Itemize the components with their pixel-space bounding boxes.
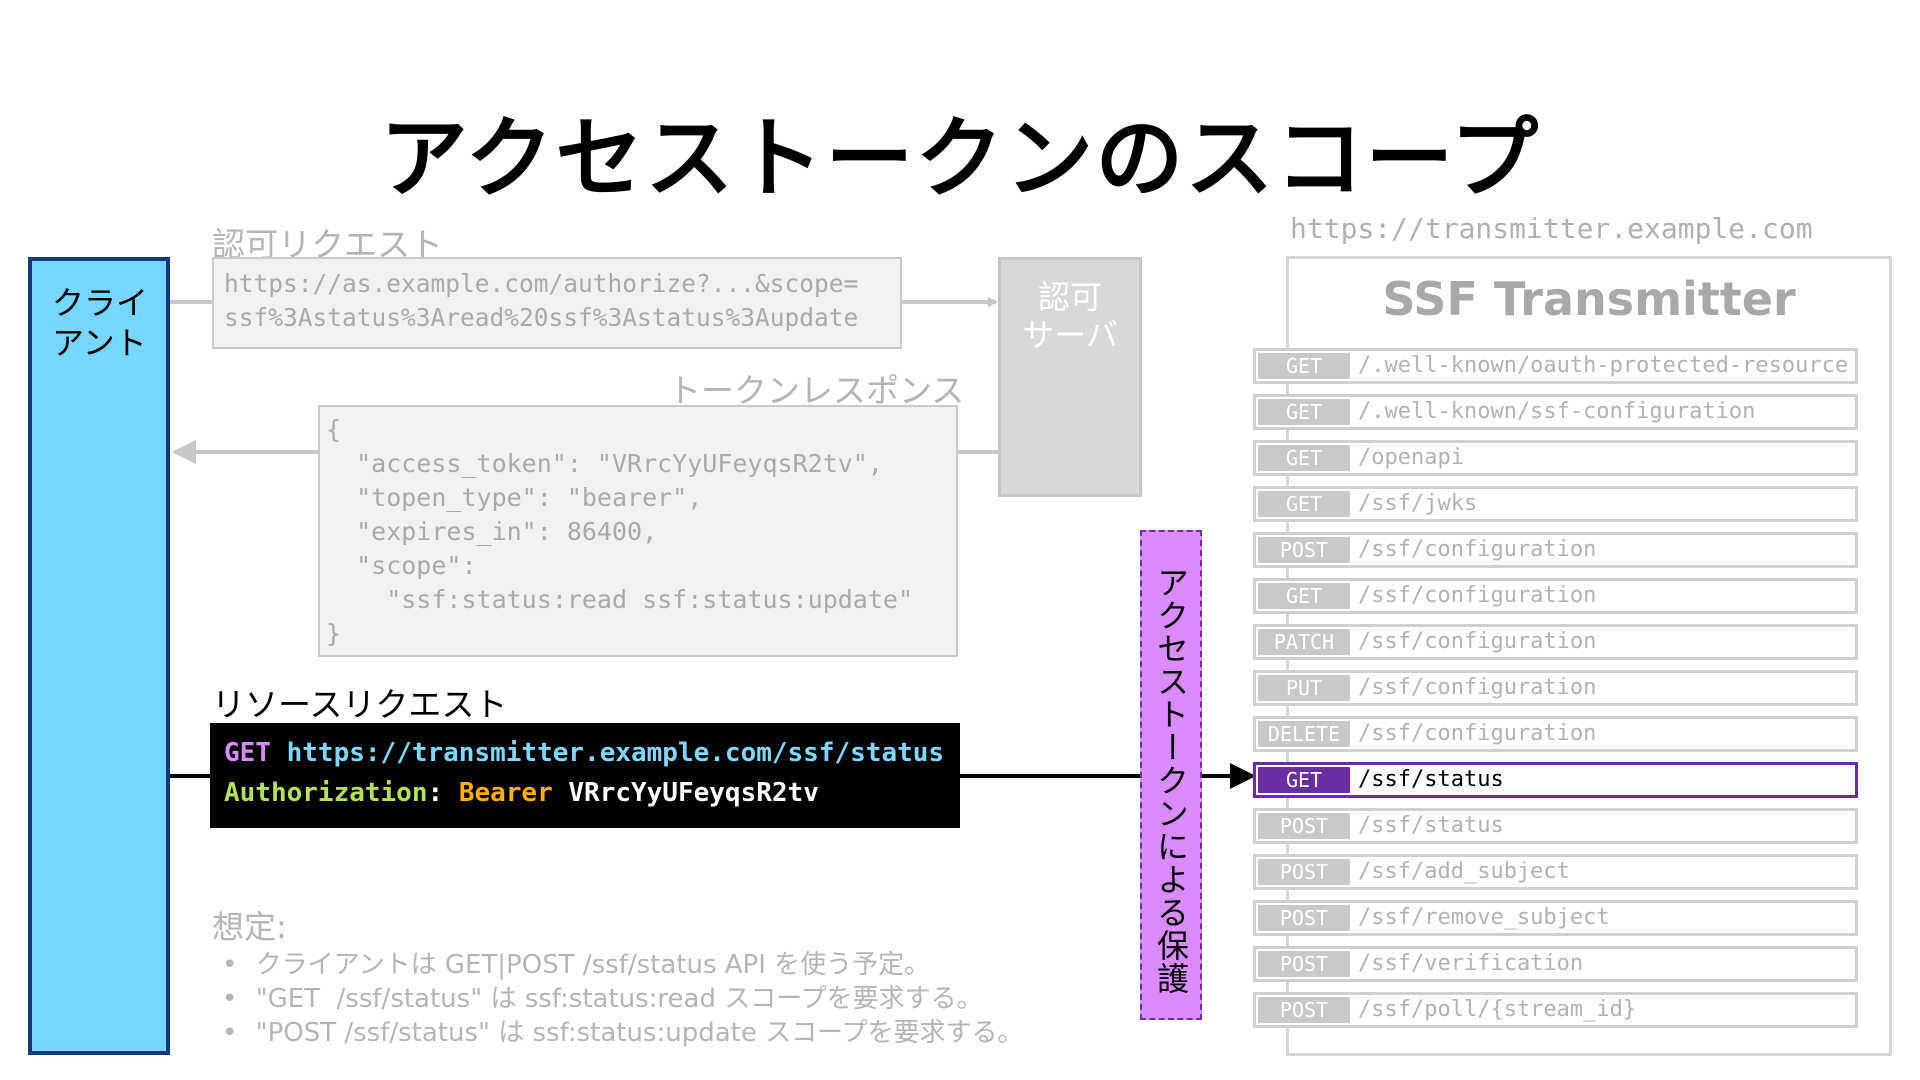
endpoint-path: /openapi (1358, 445, 1464, 470)
token-protection-label: アクセストークンによる保護 (1152, 566, 1190, 995)
endpoint-method: PUT (1258, 675, 1350, 701)
transmitter-url: https://transmitter.example.com (1290, 212, 1813, 245)
endpoint-method: GET (1258, 399, 1350, 425)
assumption-item: クライアントは GET|POST /ssf/status API を使う予定。 (222, 948, 1024, 982)
endpoint-path: /ssf/status (1358, 767, 1504, 792)
endpoint-row: GET/ssf/configuration (1253, 578, 1858, 614)
endpoint-method: POST (1258, 859, 1350, 885)
endpoint-method: POST (1258, 905, 1350, 931)
endpoint-method: GET (1258, 353, 1350, 379)
assumption-item: "GET /ssf/status" は ssf:status:read スコープ… (222, 982, 1024, 1016)
auth-server-label: 認可 サーバ (1022, 278, 1118, 354)
request-method: GET (224, 738, 271, 768)
endpoint-path: /ssf/configuration (1358, 537, 1597, 562)
endpoint-row: GET/ssf/jwks (1253, 486, 1858, 522)
endpoint-path: /ssf/jwks (1358, 491, 1478, 516)
endpoint-method: GET (1258, 583, 1350, 609)
endpoint-method: GET (1258, 767, 1350, 793)
endpoint-path: /ssf/status (1358, 813, 1504, 838)
endpoint-row: POST/ssf/add_subject (1253, 854, 1858, 890)
endpoint-row: POST/ssf/verification (1253, 946, 1858, 982)
token-protection-band: アクセストークンによる保護 (1140, 530, 1202, 1020)
page-title: アクセストークンのスコープ (379, 107, 1541, 210)
resource-request-code: GET https://transmitter.example.com/ssf/… (210, 723, 960, 828)
endpoint-method: GET (1258, 445, 1350, 471)
endpoint-method: POST (1258, 951, 1350, 977)
endpoint-method: GET (1258, 491, 1350, 517)
endpoint-path: /ssf/remove_subject (1358, 905, 1610, 930)
endpoint-path: /ssf/configuration (1358, 629, 1597, 654)
endpoint-row: POST/ssf/status (1253, 808, 1858, 844)
endpoint-row: GET/ssf/status (1253, 762, 1858, 798)
endpoint-path: /ssf/configuration (1358, 675, 1597, 700)
endpoint-path: /ssf/configuration (1358, 721, 1597, 746)
endpoint-path: /.well-known/oauth-protected-resource (1358, 353, 1849, 378)
endpoint-row: POST/ssf/remove_subject (1253, 900, 1858, 936)
endpoint-row: DELETE/ssf/configuration (1253, 716, 1858, 752)
endpoint-path: /ssf/poll/{stream_id} (1358, 997, 1637, 1022)
endpoint-row: PATCH/ssf/configuration (1253, 624, 1858, 660)
endpoint-path: /ssf/configuration (1358, 583, 1597, 608)
token-response-arrowhead (172, 440, 196, 464)
assumptions-label: 想定: (212, 908, 287, 946)
request-header-colon: : (427, 778, 459, 808)
request-url: https://transmitter.example.com/ssf/stat… (286, 738, 945, 768)
endpoint-method: POST (1258, 813, 1350, 839)
assumption-item: "POST /ssf/status" は ssf:status:update ス… (222, 1016, 1024, 1050)
endpoint-path: /.well-known/ssf-configuration (1358, 399, 1756, 424)
endpoint-path: /ssf/add_subject (1358, 859, 1570, 884)
endpoint-method: POST (1258, 997, 1350, 1023)
endpoint-method: POST (1258, 537, 1350, 563)
auth-request-body: https://as.example.com/authorize?...&sco… (212, 257, 902, 349)
request-header-name: Authorization (224, 778, 428, 808)
endpoint-row: GET/openapi (1253, 440, 1858, 476)
request-token: VRrcYyUFeyqsR2tv (552, 778, 819, 808)
auth-server-box: 認可 サーバ (998, 257, 1142, 497)
endpoint-path: /ssf/verification (1358, 951, 1584, 976)
endpoint-row: PUT/ssf/configuration (1253, 670, 1858, 706)
client-label: クライ アント (52, 284, 149, 362)
endpoint-row: POST/ssf/poll/{stream_id} (1253, 992, 1858, 1028)
endpoint-row: GET /.well-known/oauth-protected-resource (1253, 348, 1858, 384)
endpoint-method: PATCH (1258, 629, 1350, 655)
resource-request-label: リソースリクエスト (212, 685, 508, 724)
transmitter-title: SSF Transmitter (1382, 272, 1796, 326)
assumptions-list: クライアントは GET|POST /ssf/status API を使う予定。 … (222, 948, 1024, 1050)
client-box: クライ アント (28, 257, 170, 1055)
endpoint-method: DELETE (1258, 721, 1350, 747)
token-response-body: { "access_token": "VRrcYyUFeyqsR2tv", "t… (318, 405, 958, 657)
request-auth-scheme: Bearer (458, 778, 553, 808)
endpoint-row: POST/ssf/configuration (1253, 532, 1858, 568)
token-response-label: トークンレスポンス (668, 371, 965, 410)
endpoint-row: GET /.well-known/ssf-configuration (1253, 394, 1858, 430)
